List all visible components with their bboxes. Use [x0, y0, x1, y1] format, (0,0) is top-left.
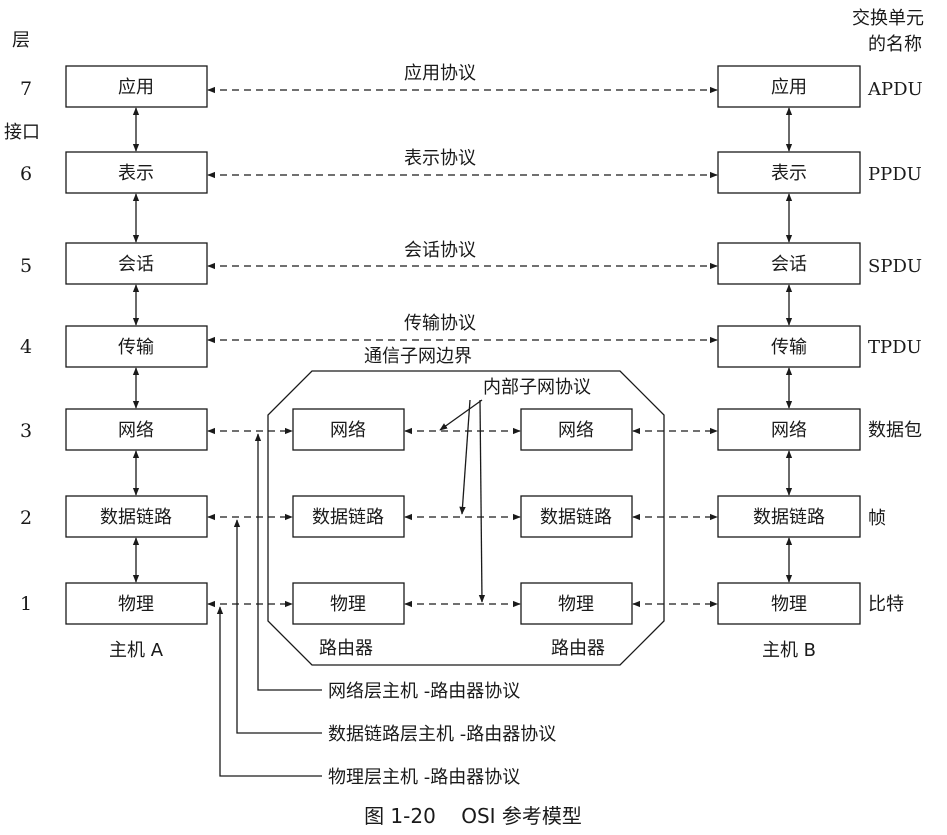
subnet-boundary	[267, 370, 665, 666]
host-b-session-box	[717, 242, 861, 285]
host-a-physical-box	[65, 582, 208, 625]
layer-num-4: 4	[20, 336, 32, 358]
host-b-physical-box	[717, 582, 861, 625]
network-host-router-protocol-label: 网络层主机 -路由器协议	[328, 681, 520, 702]
host-b-datalink-label: 数据链路	[753, 507, 825, 528]
host-a-presentation-box	[65, 151, 208, 194]
host-a-application-box	[65, 65, 208, 108]
host-a-session-box	[65, 242, 208, 285]
router-left: 网络 数据链路 物理 路由器	[292, 408, 405, 659]
router-right-network-box	[520, 408, 633, 451]
router-right-datalink-label: 数据链路	[540, 507, 612, 528]
router-right-physical-box	[520, 582, 633, 625]
host-a-transport-label: 传输	[118, 337, 154, 358]
host-a-session-label: 会话	[118, 254, 154, 275]
unit-bit: 比特	[868, 594, 904, 615]
host-a-network-box	[65, 408, 208, 451]
router-left-physical-box	[292, 582, 405, 625]
host-a-network-label: 网络	[118, 420, 154, 441]
host-b-application-label: 应用	[771, 77, 807, 98]
unit-packet: 数据包	[868, 420, 922, 441]
internal-protocol-pointer-datalink	[459, 399, 471, 515]
router-left-network-box	[292, 408, 405, 451]
unit-header-line2: 的名称	[868, 34, 922, 55]
unit-header-line1: 交换单元	[852, 8, 924, 29]
layer-header: 层	[12, 30, 30, 51]
host-b-presentation-box	[717, 151, 861, 194]
host-b-datalink-box	[717, 495, 861, 538]
host-a-physical-label: 物理	[118, 594, 154, 615]
host-b-transport-label: 传输	[771, 337, 807, 358]
router-right-network-label: 网络	[558, 420, 594, 441]
unit-ppdu: PPDU	[868, 164, 922, 185]
unit-frame: 帧	[868, 508, 886, 529]
unit-apdu: APDU	[867, 79, 923, 100]
interface-label: 接口	[4, 122, 40, 143]
router-right-physical-label: 物理	[558, 594, 594, 615]
host-b-physical-label: 物理	[771, 594, 807, 615]
host-a-datalink-box	[65, 495, 208, 538]
transport-protocol-label: 传输协议	[404, 313, 476, 334]
host-b-application-box	[717, 65, 861, 108]
layer-num-7: 7	[20, 78, 32, 100]
router-left-datalink-box	[292, 495, 405, 538]
layer-num-6: 6	[20, 163, 32, 185]
router-left-network-label: 网络	[330, 420, 366, 441]
datalink-host-router-callout	[233, 519, 322, 734]
physical-host-router-callout	[216, 606, 322, 777]
host-b-session-label: 会话	[771, 254, 807, 275]
internal-protocol-pointer-physical	[478, 399, 486, 603]
internal-subnet-protocol-label: 内部子网协议	[483, 377, 591, 398]
host-a-label: 主机 A	[109, 640, 164, 661]
layer-num-5: 5	[20, 255, 32, 277]
host-a-datalink-label: 数据链路	[100, 507, 172, 528]
host-b-network-box	[717, 408, 861, 451]
router-left-label: 路由器	[319, 638, 373, 659]
host-a-presentation-label: 表示	[118, 163, 154, 184]
router-right-datalink-box	[520, 495, 633, 538]
host-b-presentation-label: 表示	[771, 163, 807, 184]
host-a-application-label: 应用	[118, 77, 154, 98]
subnet-boundary-label: 通信子网边界	[364, 346, 472, 367]
host-b-network-label: 网络	[771, 420, 807, 441]
figure-caption: 图 1-20 OSI 参考模型	[364, 804, 582, 828]
host-b-label: 主机 B	[762, 640, 816, 661]
physical-host-router-protocol-label: 物理层主机 -路由器协议	[328, 767, 520, 788]
layer-num-1: 1	[20, 593, 32, 615]
host-b-transport-box	[717, 325, 861, 368]
host-b-stack: 应用 表示 会话 传输 网络 数据链路 物理 主机 B	[717, 65, 861, 661]
unit-spdu: SPDU	[868, 256, 922, 277]
host-a-transport-box	[65, 325, 208, 368]
datalink-host-router-protocol-label: 数据链路层主机 -路由器协议	[328, 724, 556, 745]
router-left-physical-label: 物理	[330, 594, 366, 615]
internal-protocol-pointer-network	[439, 399, 483, 431]
layer-num-2: 2	[20, 507, 32, 529]
layer-num-3: 3	[20, 420, 32, 442]
router-left-datalink-label: 数据链路	[312, 507, 384, 528]
network-host-router-callout	[254, 433, 322, 691]
unit-tpdu: TPDU	[868, 337, 922, 358]
router-right: 网络 数据链路 物理 路由器	[520, 408, 633, 659]
session-protocol-label: 会话协议	[404, 240, 476, 261]
presentation-protocol-label: 表示协议	[404, 148, 476, 169]
host-a-stack: 应用 表示 会话 传输 网络 数据链路 物理 主机 A	[65, 65, 208, 661]
router-right-label: 路由器	[551, 638, 605, 659]
application-protocol-label: 应用协议	[404, 63, 476, 84]
